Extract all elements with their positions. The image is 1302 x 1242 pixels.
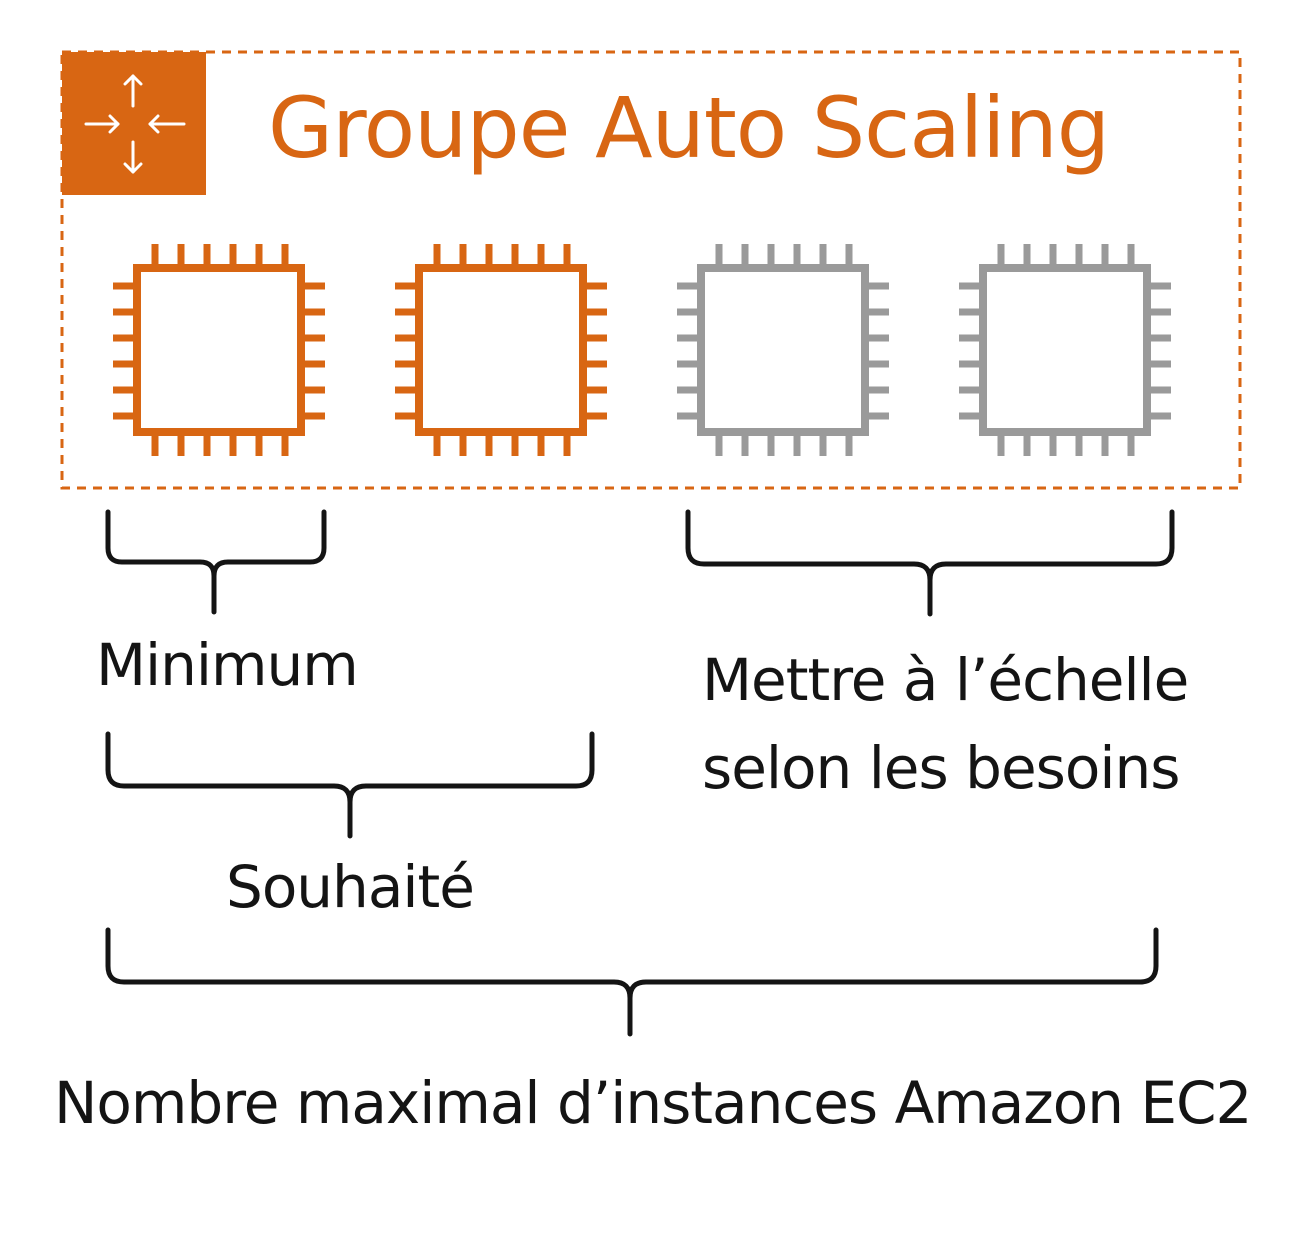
ec2-instance-chip-icon <box>113 244 325 456</box>
ec2-instance-chip-icon <box>959 244 1171 456</box>
ec2-instance-chip-icon <box>677 244 889 456</box>
ec2-instance-chip-icon <box>395 244 607 456</box>
scale-label-line2: selon les besoins <box>702 734 1180 802</box>
group-title: Groupe Auto Scaling <box>268 79 1110 177</box>
minimum-label: Minimum <box>96 631 359 699</box>
auto-scaling-arrows-icon <box>62 52 206 195</box>
maximum-brace <box>105 927 1159 1037</box>
auto-scaling-group-border <box>60 50 1242 490</box>
minimum-brace <box>105 509 327 615</box>
maximum-label: Nombre maximal d’instances Amazon EC2 <box>54 1069 1252 1137</box>
scale-label-line1: Mettre à l’échelle <box>702 646 1189 714</box>
scale-label: Mettre à l’échelle selon les besoins <box>702 636 1189 812</box>
desired-brace <box>105 731 595 839</box>
scale-brace <box>685 509 1175 617</box>
desired-label: Souhaité <box>226 853 475 921</box>
